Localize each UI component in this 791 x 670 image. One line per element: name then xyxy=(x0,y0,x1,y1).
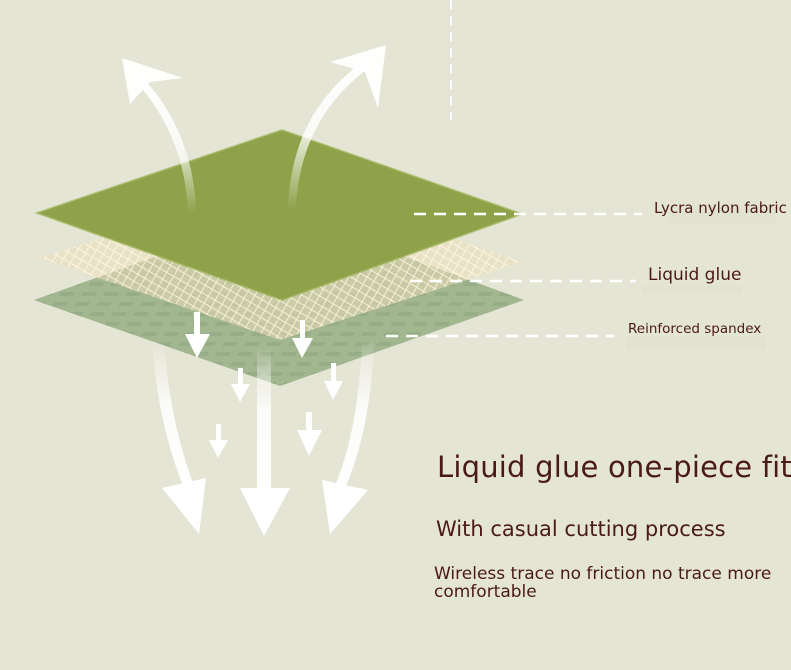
down-arrow-left-icon xyxy=(162,478,206,534)
label-reinforced-spandex: Reinforced spandex xyxy=(628,321,762,337)
down-arrow-center-icon xyxy=(240,488,290,536)
headline: Liquid glue one-piece fit xyxy=(437,450,791,484)
label-lycra-nylon-fabric: Lycra nylon fabric xyxy=(654,199,787,217)
upward-breathing-arrows xyxy=(122,45,386,212)
label-liquid-glue: Liquid glue xyxy=(648,265,742,285)
small-down-arrows xyxy=(185,312,343,458)
down-arrow-right-icon xyxy=(322,480,368,534)
downward-flow-arrows xyxy=(152,340,374,536)
subtitle: With casual cutting process xyxy=(436,517,726,541)
up-arrow-right-icon xyxy=(288,60,371,210)
description: Wireless trace no friction no trace more… xyxy=(434,564,772,602)
up-arrow-left-icon xyxy=(134,75,196,212)
